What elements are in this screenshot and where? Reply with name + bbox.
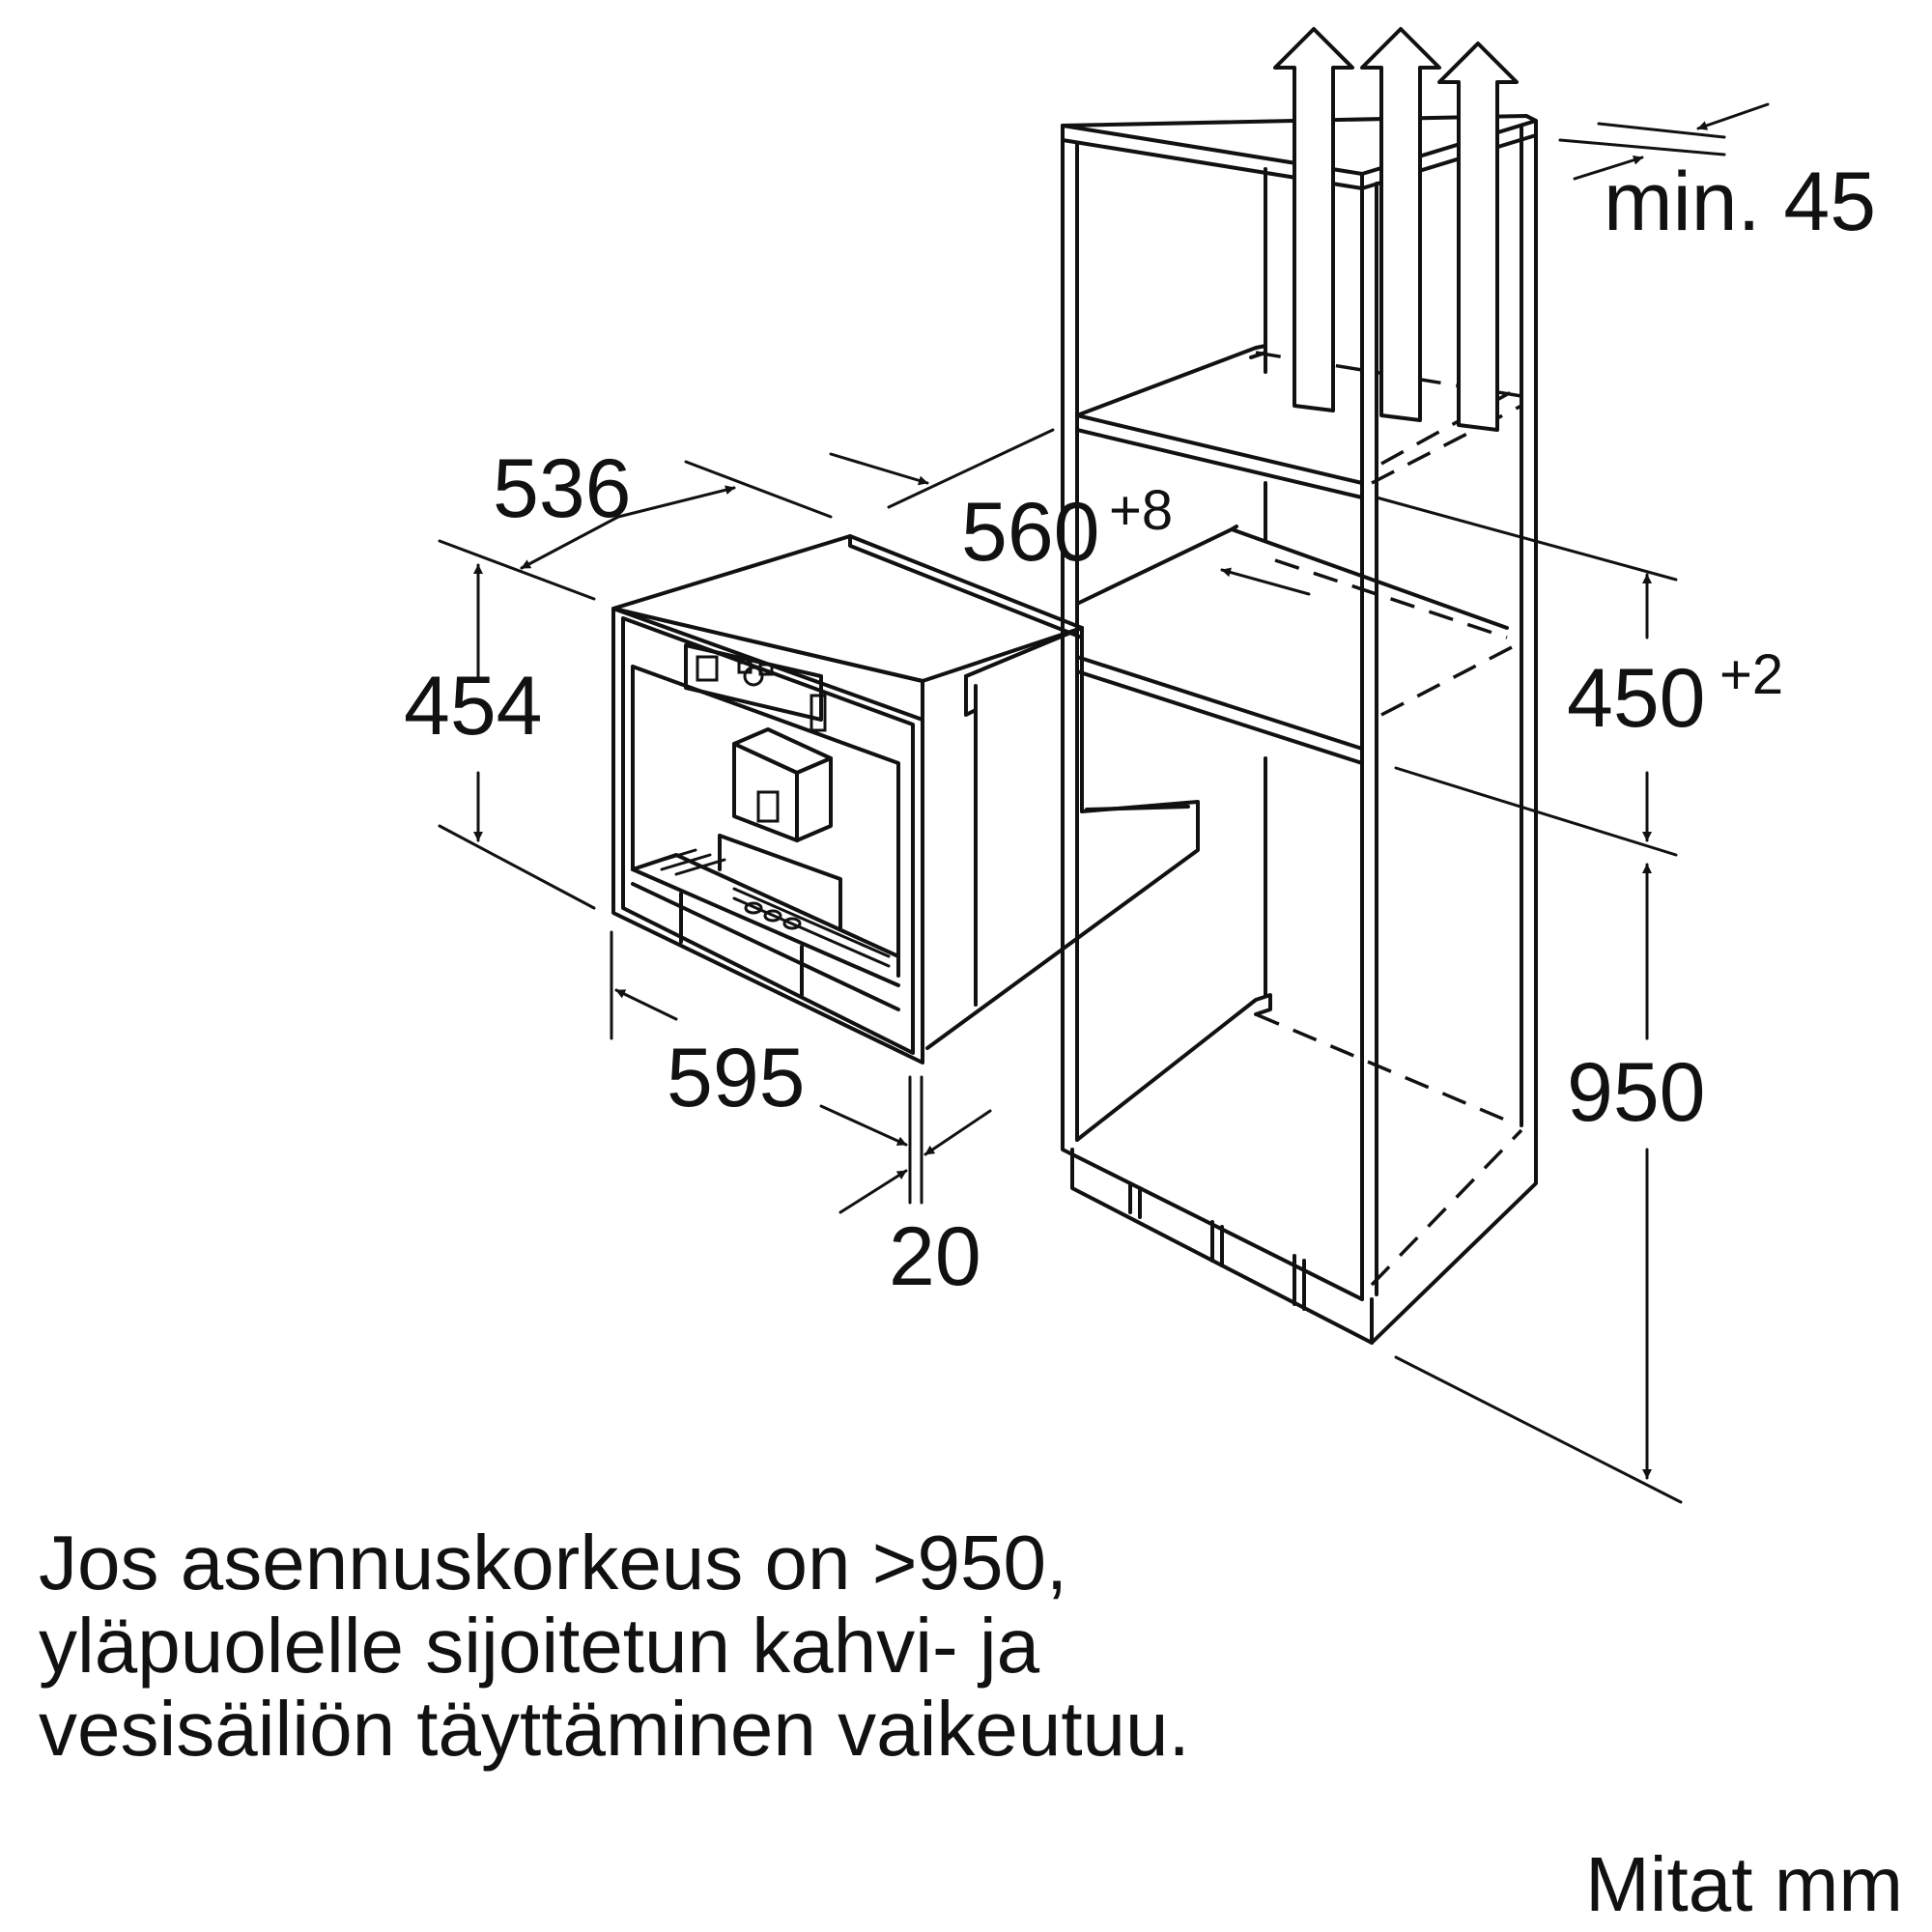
dimension-595: 595 xyxy=(610,930,908,1147)
ventilation-arrows-icon xyxy=(1273,27,1519,432)
dim-560-tolerance: +8 xyxy=(1109,479,1173,542)
dim-20-label: 20 xyxy=(889,1210,981,1303)
dim-595-label: 595 xyxy=(667,1032,806,1124)
dimension-20: 20 xyxy=(838,1075,992,1303)
dimension-560: 560 +8 xyxy=(829,428,1311,596)
dim-950-label: 950 xyxy=(1567,1046,1706,1139)
dimension-950: 950 xyxy=(1394,863,1706,1504)
dim-450-label: 450 xyxy=(1567,652,1706,745)
dim-560-label: 560 xyxy=(961,486,1100,579)
note-line-2: yläpuolelle sijoitetun kahvi- ja xyxy=(39,1603,1040,1689)
coffee-machine xyxy=(611,534,1200,1065)
dimension-min45: min. 45 xyxy=(1558,102,1876,248)
dimension-450: 450 +2 xyxy=(1375,496,1783,857)
dim-450-tolerance: +2 xyxy=(1719,643,1783,706)
installation-note: Jos asennuskorkeus on >950, yläpuolelle … xyxy=(39,1521,1488,1771)
cabinet xyxy=(1061,114,1538,1345)
dimension-536: 536 xyxy=(438,442,833,601)
dim-536-label: 536 xyxy=(493,442,632,535)
note-line-1: Jos asennuskorkeus on >950, xyxy=(39,1520,1068,1605)
units-label: Mitat mm xyxy=(1585,1841,1903,1927)
dim-min45-label: min. 45 xyxy=(1604,156,1876,248)
note-line-3: vesisäiliön täyttäminen vaikeutuu. xyxy=(39,1686,1190,1772)
dimension-454: 454 xyxy=(404,563,596,910)
dim-454-label: 454 xyxy=(404,660,543,753)
